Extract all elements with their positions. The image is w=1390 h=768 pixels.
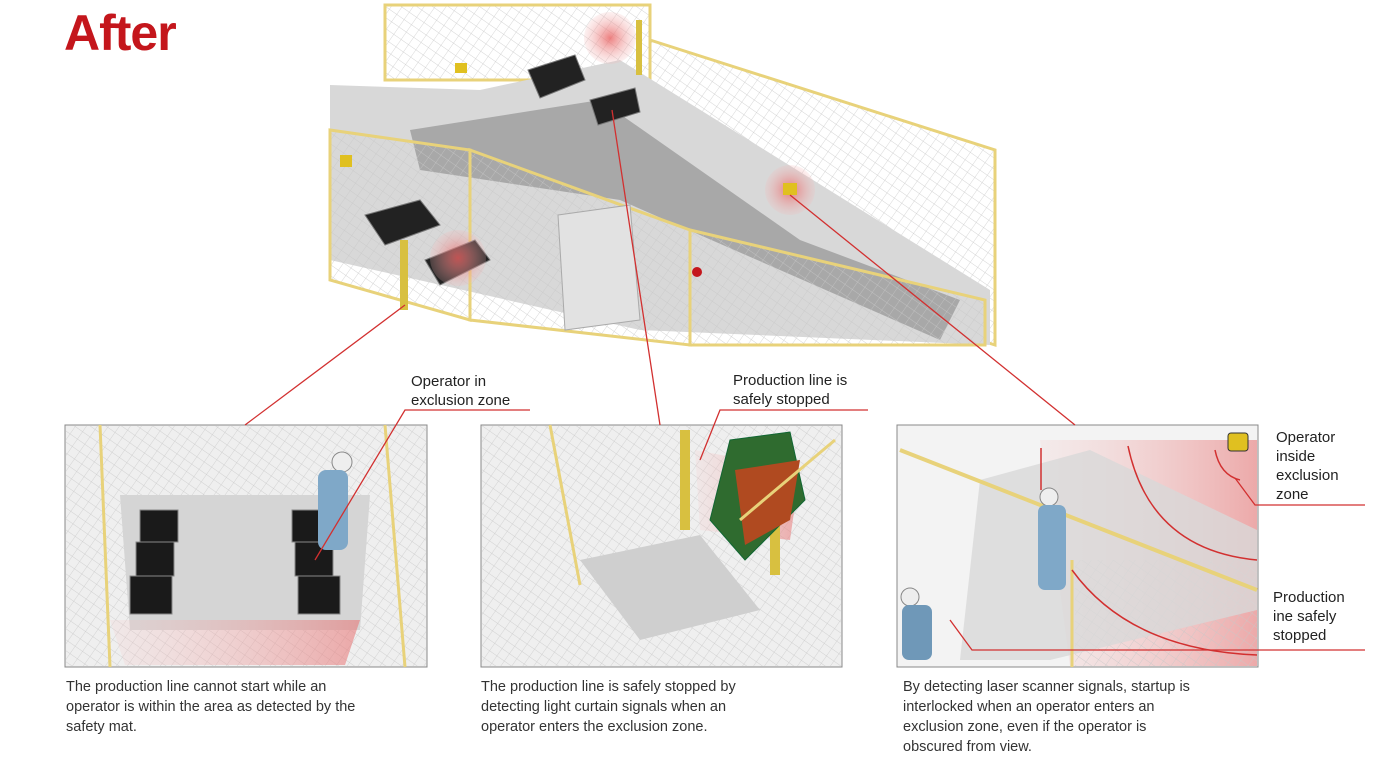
callout-light-curtain: Production line is safely stopped: [733, 371, 847, 409]
callout-line: inside: [1276, 448, 1316, 465]
overview-production-cell: [328, 3, 997, 348]
callout-line: exclusion: [1276, 467, 1339, 484]
caption-line: The production line cannot start while a…: [66, 679, 327, 695]
caption-line: safety mat.: [66, 719, 137, 735]
callout-line: zone: [1276, 486, 1309, 503]
page-title: After: [64, 5, 177, 61]
caption-line: operator enters the exclusion zone.: [481, 719, 708, 735]
callout-line: stopped: [1273, 627, 1327, 644]
callout-scanner-inside: Operator inside exclusion zone: [1276, 428, 1339, 504]
callout-line: exclusion zone: [411, 392, 511, 409]
callout-line: Production: [1273, 589, 1345, 606]
caption-safety-mat: The production line cannot start while a…: [66, 677, 355, 737]
callout-line: Production line is: [733, 372, 848, 389]
callout-safety-mat: Operator in exclusion zone: [411, 372, 510, 410]
caption-line: obscured from view.: [903, 739, 1032, 755]
callout-scanner-stopped: Production ine safely stopped: [1273, 588, 1345, 645]
caption-line: detecting light curtain signals when an: [481, 699, 727, 715]
callout-line: safely stopped: [733, 391, 830, 408]
caption-light-curtain: The production line is safely stopped by…: [481, 677, 736, 737]
caption-line: The production line is safely stopped by: [481, 679, 736, 695]
callout-line: ine safely: [1273, 608, 1337, 625]
caption-line: interlocked when an operator enters an: [903, 699, 1155, 715]
caption-laser-scanner: By detecting laser scanner signals, star…: [903, 677, 1190, 757]
callout-line: Operator: [1276, 429, 1336, 446]
safety-mat-panel: [64, 424, 428, 668]
callout-line: Operator in: [411, 373, 487, 390]
light-curtain-panel: [480, 424, 843, 668]
caption-line: operator is within the area as detected …: [66, 699, 356, 715]
caption-line: exclusion zone, even if the operator is: [903, 719, 1147, 735]
caption-line: By detecting laser scanner signals, star…: [903, 679, 1190, 695]
laser-scanner-panel: [896, 424, 1259, 668]
callout-lines: [244, 109, 1365, 651]
